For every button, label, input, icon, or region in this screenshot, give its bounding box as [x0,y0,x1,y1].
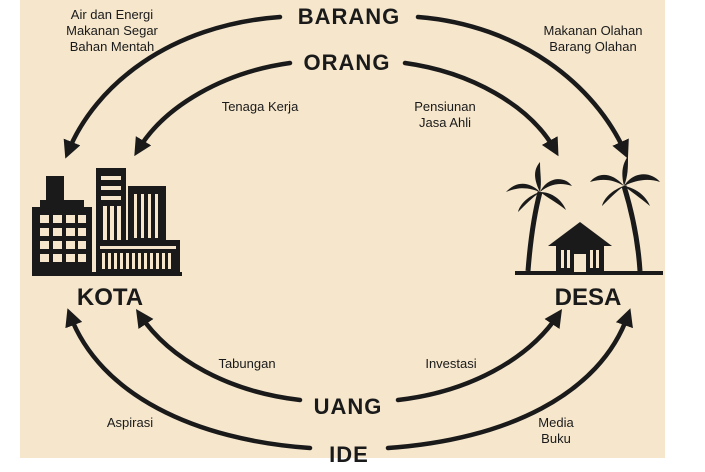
goods-city-item-3: Bahan Mentah [70,39,155,54]
money-city-item-1: Tabungan [218,356,275,371]
house-icon [548,222,612,272]
goods-village-item-2: Barang Olahan [549,39,636,54]
money-village-item-1: Investasi [425,356,476,371]
ideas-arc-right [385,308,633,451]
ideas-village-item-1: Media [538,415,574,430]
goods-arc-left [63,14,283,159]
people-village-item-2: Jasa Ahli [419,115,471,130]
goods-city-item-1: Air dan Energi [71,7,153,22]
ideas-label: IDE [329,442,369,467]
people-arc-left [134,60,293,157]
goods-city-item-2: Makanan Segar [66,23,158,38]
ideas-village-item-2: Buku [541,431,571,446]
ideas-arc-left [65,308,313,451]
money-arc-right [395,309,562,403]
city-label: KOTA [77,284,143,311]
people-label: ORANG [304,50,391,75]
people-arc-right [402,60,559,157]
people-village-item-1: Pensiunan [414,99,475,114]
village-label: DESA [555,284,622,311]
palm-tree-icon [506,162,572,272]
goods-village-item-1: Makanan Olahan [543,23,642,38]
city-buildings-icon [32,168,182,276]
goods-label: BARANG [298,4,401,29]
palm-tree-icon [590,156,660,272]
goods-arc-right [415,14,629,159]
ideas-city-item-1: Aspirasi [107,415,153,430]
village-illustration [506,156,663,275]
money-arc-left [136,309,303,403]
village-ground [515,271,663,275]
people-city-item-1: Tenaga Kerja [222,99,299,114]
money-label: UANG [314,394,383,419]
